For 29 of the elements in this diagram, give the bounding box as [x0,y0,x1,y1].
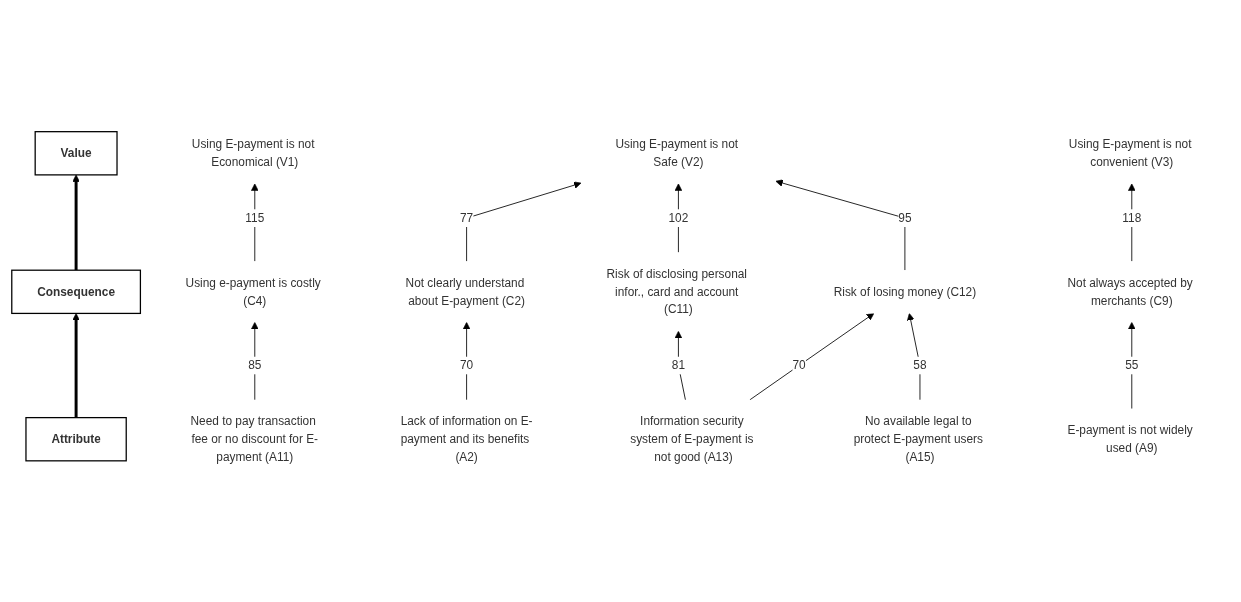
edge-label: 102 [668,211,689,225]
edge-label: 55 [1125,358,1139,373]
edge-label: 70 [792,358,806,373]
node-text: Information security system of E-payment is not good (A13) [630,414,754,464]
node-text: No available legal to protect E-payment users (A15) [853,414,983,464]
node-text: Using E-payment is not Safe (V2) [615,137,739,169]
node-text: Using E-payment is not Economical (V1) [191,137,315,169]
node-box: Value [34,131,118,176]
node-text: Risk of losing money (C12) [833,284,977,299]
node-text: Using E-payment is not convenient (V3) [1068,137,1192,169]
node-text: E-payment is not widely used (A9) [1067,423,1193,455]
edge-label: 81 [671,358,686,373]
edge-label: 95 [898,211,912,225]
edge-label: 77 [460,211,474,225]
node-text: Using e-payment is costly (C4) [185,276,321,308]
edge-label: 70 [460,358,474,373]
edge-label: 115 [245,211,265,225]
node-box: Attribute [25,417,127,462]
node-text: Not always accepted by merchants (C9) [1067,276,1193,308]
edge-label: 85 [248,358,262,373]
arrow [72,174,80,271]
edge-label: 118 [1122,211,1142,225]
edge-label: 58 [913,358,927,373]
node-text: Not clearly understand about E-payment (C2) [405,276,525,308]
node-text: Risk of disclosing personal infor., card and account (C11) [606,267,747,317]
arrow [72,313,80,418]
node-box: Consequence [11,269,142,315]
node-text: Lack of information on E-payment and its benefits (A2) [400,414,533,464]
node-text: Need to pay transaction fee or no discount for E-payment (A11) [190,414,319,464]
